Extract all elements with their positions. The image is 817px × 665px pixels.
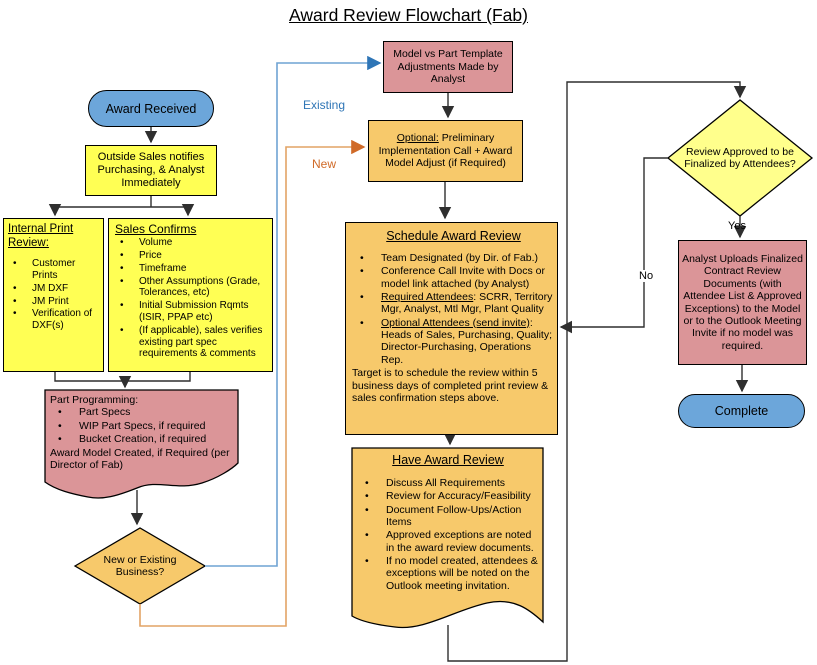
outside-sales-process: Outside Sales notifies Purchasing, & Ana… <box>85 145 217 196</box>
internal-print-bullet-list: Customer PrintsJM DXFJM PrintVerificatio… <box>8 258 101 332</box>
part-programming-title: Part Programming: <box>50 394 139 406</box>
page-title: Award Review Flowchart (Fab) <box>289 5 528 25</box>
edge-label-new: New <box>312 157 337 171</box>
bullet-item: Approved exceptions are noted in the awa… <box>357 529 539 554</box>
sales-confirms-process: Sales Confirms VolumePriceTimeframeOther… <box>108 218 273 372</box>
model-vs-part-process: Model vs Part Template Adjustments Made … <box>383 41 513 93</box>
bullet-item: Review for Accuracy/Feasibility <box>357 490 539 503</box>
schedule-review-bullet-list: Team Designated (by Dir. of Fab.)Confere… <box>352 252 555 366</box>
optional-call-text: Optional: Preliminary Implementation Cal… <box>375 132 516 169</box>
have-award-review-document: Have Award Review Discuss All Requiremen… <box>357 453 539 593</box>
edge-label-existing: Existing <box>303 98 346 112</box>
outside-sales-text: Outside Sales notifies Purchasing, & Ana… <box>97 151 205 189</box>
part-programming-bullet-list: Part SpecsWIP Part Specs, if requiredBuc… <box>50 406 234 446</box>
optional-call-underlined: Optional: <box>396 132 439 145</box>
bullet-item: Document Follow-Ups/Action Items <box>357 504 539 529</box>
new-or-existing-decision: New or Existing Business? <box>85 551 195 581</box>
internal-print-title: Internal Print Review: <box>8 223 74 249</box>
bullet-item: Part Specs <box>50 406 234 419</box>
bullet-item: Required Attendees: SCRR, Territory Mgr,… <box>352 291 555 316</box>
analyst-uploads-text: Analyst Uploads Finalized Contract Revie… <box>682 253 803 352</box>
existing-branch-connector <box>205 55 382 567</box>
analyst-uploads-process: Analyst Uploads Finalized Contract Revie… <box>678 240 807 365</box>
bullet-item: Timeframe <box>115 263 270 275</box>
edge-label-no: No <box>637 270 656 282</box>
bullet-item: Volume <box>115 237 270 249</box>
schedule-review-title: Schedule Award Review <box>386 229 521 243</box>
new-or-existing-question: New or Existing Business? <box>103 553 177 578</box>
bullet-item: WIP Part Specs, if required <box>50 420 234 433</box>
internal-print-review-process: Internal Print Review: Customer PrintsJM… <box>3 218 104 372</box>
schedule-review-footer: Target is to schedule the review within … <box>352 367 549 404</box>
sales-confirms-title: Sales Confirms <box>115 222 197 236</box>
bullet-item: Conference Call Invite with Docs or mode… <box>352 265 555 290</box>
bullet-item: (If applicable), sales verifies existing… <box>115 325 270 360</box>
bullet-item: Bucket Creation, if required <box>50 433 234 446</box>
part-programming-footer: Award Model Created, if Required (per Di… <box>50 446 230 471</box>
review-approved-diamond-shape <box>666 99 814 217</box>
bullet-item: Team Designated (by Dir. of Fab.) <box>352 252 555 265</box>
bullet-item: Verification of DXF(s) <box>8 308 101 332</box>
complete-terminator: Complete <box>678 394 805 428</box>
bullet-item: Customer Prints <box>8 258 101 282</box>
bullet-item: Price <box>115 250 270 262</box>
award-received-terminator: Award Received <box>88 90 214 127</box>
bullet-item: Other Assumptions (Grade, Tolerances, et… <box>115 276 270 300</box>
award-received-label: Award Received <box>105 101 197 116</box>
bullet-item: JM DXF <box>8 283 101 295</box>
have-review-bullet-list: Discuss All RequirementsReview for Accur… <box>357 477 539 592</box>
bullet-item: If no model created, attendees & excepti… <box>357 555 539 592</box>
sales-confirms-bullet-list: VolumePriceTimeframeOther Assumptions (G… <box>115 237 270 360</box>
model-vs-part-text: Model vs Part Template Adjustments Made … <box>393 48 503 86</box>
bullet-item: Initial Submission Rqmts (ISIR, PPAP etc… <box>115 300 270 324</box>
flow-connectors <box>48 81 749 662</box>
optional-call-rest: Preliminary Implementation Call + Award … <box>378 132 513 170</box>
schedule-award-review-process: Schedule Award Review Team Designated (b… <box>345 222 558 435</box>
bullet-item: Discuss All Requirements <box>357 477 539 490</box>
review-approved-decision: Review Approved to be Finalized by Atten… <box>672 136 808 180</box>
optional-call-process: Optional: Preliminary Implementation Cal… <box>368 120 523 182</box>
have-review-title: Have Award Review <box>392 453 504 467</box>
part-programming-document: Part Programming: Part SpecsWIP Part Spe… <box>50 394 234 471</box>
bullet-item: JM Print <box>8 296 101 308</box>
bullet-item: Optional Attendees (send invite): Heads … <box>352 317 555 367</box>
complete-label: Complete <box>714 404 769 418</box>
new-branch-connector <box>139 139 366 627</box>
review-approved-question: Review Approved to be Finalized by Atten… <box>684 145 796 170</box>
edge-label-yes: Yes <box>728 220 746 232</box>
